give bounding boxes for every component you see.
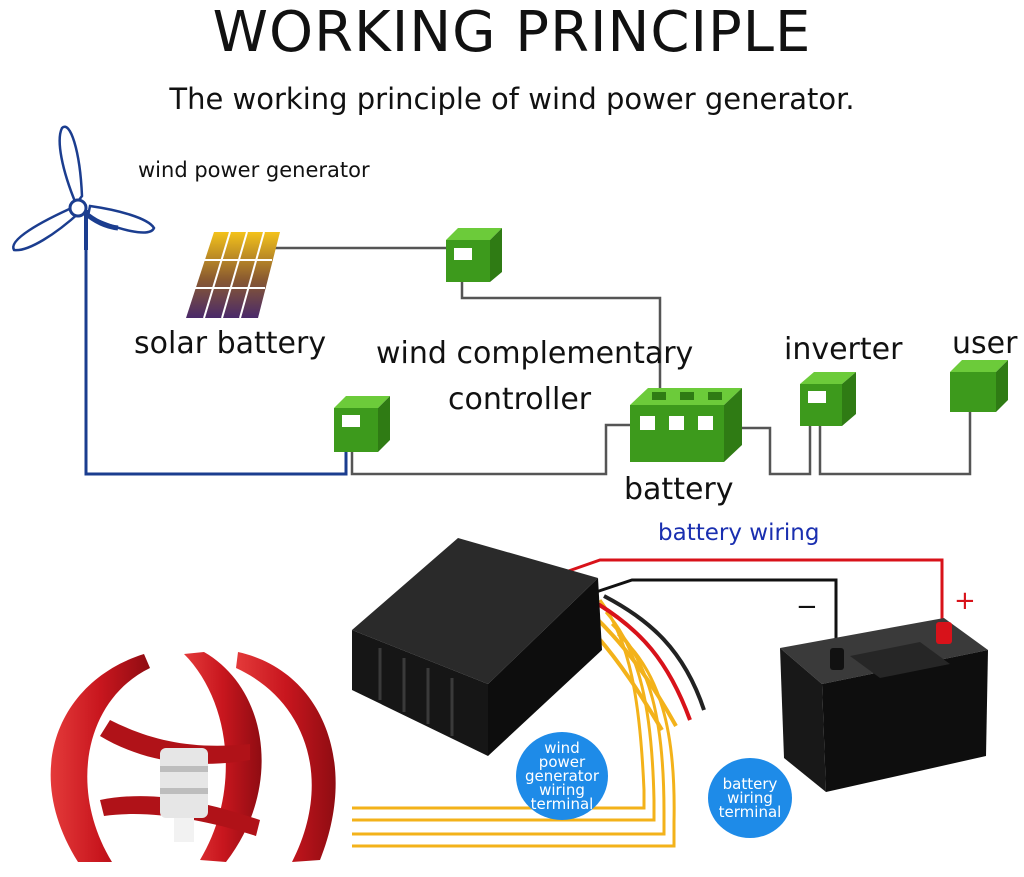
label-wind-power-generator: wind power generator bbox=[138, 158, 370, 182]
minus-sign: − bbox=[796, 592, 818, 622]
wire-inverter-to-user bbox=[818, 410, 972, 476]
label-inverter: inverter bbox=[784, 332, 903, 367]
inverter-box-icon bbox=[800, 372, 856, 426]
label-battery: battery bbox=[624, 472, 734, 507]
small-controller-box-icon bbox=[334, 396, 390, 452]
wind-terminal-badge: wind power generator wiring terminal bbox=[516, 732, 608, 820]
wire-turbine-to-small-controller bbox=[84, 230, 348, 476]
label-controller-line2: controller bbox=[448, 382, 592, 417]
yellow-wires bbox=[352, 599, 676, 848]
label-battery-wiring: battery wiring bbox=[658, 520, 820, 546]
page-subtitle: The working principle of wind power gene… bbox=[169, 82, 855, 116]
wire-battery-to-inverter bbox=[740, 425, 812, 476]
wire-small-controller-to-battery bbox=[350, 423, 630, 476]
user-box-icon bbox=[950, 360, 1008, 412]
label-controller-line1: wind complementary bbox=[376, 336, 694, 371]
controller-module-image bbox=[352, 538, 602, 756]
controller-box-icon bbox=[446, 228, 502, 282]
battery-terminal-badge: battery wiring terminal bbox=[708, 758, 792, 838]
wiring-lines bbox=[262, 246, 972, 476]
solar-panel-icon bbox=[186, 231, 280, 319]
label-user: user bbox=[952, 326, 1018, 361]
car-battery-image bbox=[780, 618, 988, 792]
label-solar-battery: solar battery bbox=[134, 326, 327, 361]
wire-controller-to-battery bbox=[460, 282, 662, 392]
page-title: WORKING PRINCIPLE bbox=[212, 0, 812, 65]
wind-turbine-icon bbox=[12, 125, 156, 252]
battery-box-icon bbox=[630, 388, 742, 462]
plus-sign: + bbox=[954, 586, 976, 616]
vertical-wind-turbine-image bbox=[50, 652, 336, 862]
